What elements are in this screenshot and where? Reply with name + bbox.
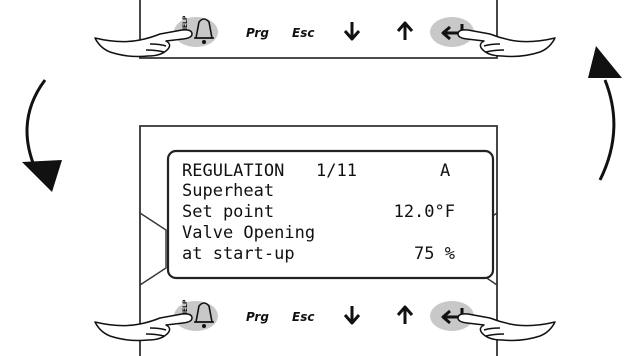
bottom-help-alarm-button[interactable]: HELP: [174, 299, 218, 331]
panel-left-bevel: [139, 212, 167, 286]
bottom-down-arrow-icon: [343, 306, 361, 325]
lcd-setpoint-value: 12.0°F: [394, 202, 455, 222]
controller-panel: REGULATION 1/11 A Superheat Set point 12…: [139, 125, 498, 356]
lcd-page-indicator: 1/11: [316, 161, 357, 181]
panel-frame: [139, 125, 498, 356]
bottom-prg-button[interactable]: Prg: [246, 310, 269, 324]
clockwise-arrow-right-icon: [588, 46, 622, 181]
lcd-setpoint-label: Set point: [182, 202, 274, 222]
bottom-bell-icon: [194, 302, 214, 328]
bottom-right-pointing-hand-icon: [457, 313, 556, 342]
top-up-arrow-icon: [396, 21, 414, 40]
top-keypad: HELP Prg Esc: [94, 0, 556, 59]
top-down-arrow-icon: [343, 22, 361, 41]
bottom-down-arrow-button[interactable]: [343, 306, 361, 325]
top-bell-icon: [194, 18, 214, 44]
lcd-line-superheat: Superheat: [182, 181, 274, 201]
bottom-up-arrow-button[interactable]: [396, 305, 414, 324]
top-down-arrow-button[interactable]: [343, 22, 361, 41]
bottom-keypad: HELP Prg Esc: [94, 299, 556, 342]
top-right-pointing-hand-icon: [457, 29, 556, 58]
bottom-help-label: HELP: [182, 299, 189, 317]
lcd-screen: [166, 149, 495, 280]
top-help-label: HELP: [182, 15, 189, 33]
lcd-startup-label: at start-up: [182, 244, 295, 264]
lcd-mode-indicator: A: [440, 161, 450, 181]
bottom-esc-button[interactable]: Esc: [292, 310, 314, 324]
lcd-startup-value: 75 %: [414, 244, 455, 264]
top-up-arrow-button[interactable]: [396, 21, 414, 40]
bottom-up-arrow-icon: [396, 305, 414, 324]
clockwise-arrow-left-icon: [22, 79, 62, 192]
top-frame: [139, 0, 498, 59]
top-help-alarm-button[interactable]: HELP: [174, 15, 218, 47]
lcd-line-valve-opening: Valve Opening: [182, 223, 315, 243]
top-left-pointing-hand-icon: [94, 29, 193, 58]
bottom-left-pointing-hand-icon: [94, 313, 193, 342]
lcd-title: REGULATION: [182, 161, 284, 181]
top-esc-button[interactable]: Esc: [292, 26, 314, 40]
top-prg-button[interactable]: Prg: [246, 26, 269, 40]
